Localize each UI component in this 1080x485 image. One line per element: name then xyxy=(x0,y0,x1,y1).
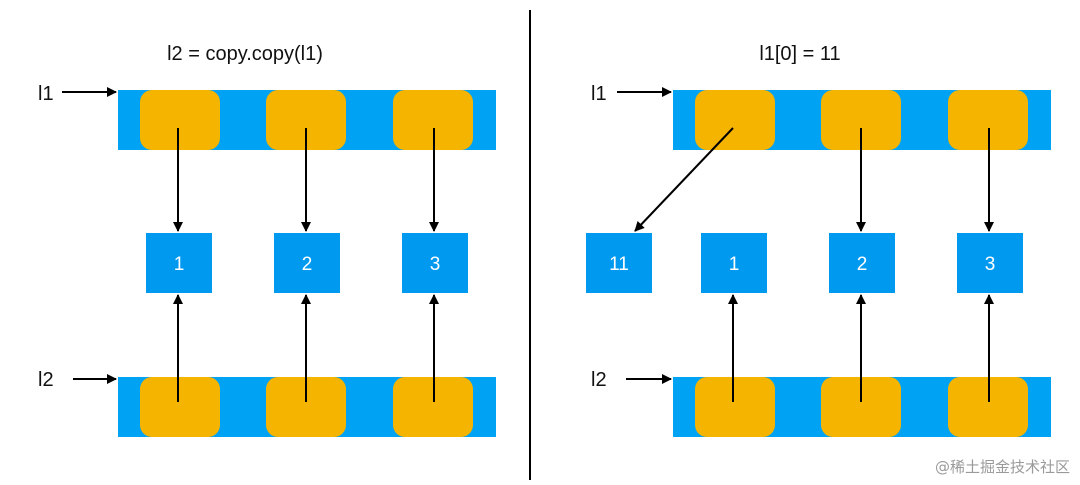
left-panel: l2 = copy.copy(l1) l1 1 2 3 l2 xyxy=(38,43,496,437)
right-l1-slot-2 xyxy=(948,90,1028,150)
right-panel-title: l1[0] = 11 xyxy=(759,43,840,65)
right-value-text-0: 1 xyxy=(729,254,740,275)
left-l1-slot-0 xyxy=(140,90,220,150)
right-new-value-box: 11 xyxy=(586,233,652,293)
right-l1-ref-arrow-0 xyxy=(634,127,734,232)
left-value-box-2: 3 xyxy=(402,233,468,293)
left-l1-slot-1 xyxy=(266,90,346,150)
right-new-value-text: 11 xyxy=(609,254,629,275)
right-l2-slot-0 xyxy=(695,377,775,437)
right-l2-label: l2 xyxy=(591,369,607,391)
right-l1-label: l1 xyxy=(591,83,607,105)
left-value-text-1: 2 xyxy=(302,254,313,275)
left-l2-slot-2 xyxy=(393,377,473,437)
left-l2-slot-1 xyxy=(266,377,346,437)
left-panel-title: l2 = copy.copy(l1) xyxy=(167,43,323,65)
right-value-box-1: 2 xyxy=(829,233,895,293)
right-l1-slot-0 xyxy=(695,90,775,150)
left-value-box-0: 1 xyxy=(146,233,212,293)
left-l1-label: l1 xyxy=(38,83,54,105)
watermark-text: @稀土掘金技术社区 xyxy=(934,458,1070,476)
right-value-box-0: 1 xyxy=(701,233,767,293)
left-l2-slot-0 xyxy=(140,377,220,437)
right-value-box-2: 3 xyxy=(957,233,1023,293)
left-value-box-1: 2 xyxy=(274,233,340,293)
right-value-text-1: 2 xyxy=(857,254,868,275)
right-value-text-2: 3 xyxy=(985,254,996,275)
right-l2-slot-2 xyxy=(948,377,1028,437)
right-panel: l1[0] = 11 l1 11 1 2 3 xyxy=(586,43,1051,437)
left-value-text-2: 3 xyxy=(430,254,441,275)
left-l2-label: l2 xyxy=(38,369,54,391)
right-l2-slot-1 xyxy=(821,377,901,437)
right-l1-slot-1 xyxy=(821,90,901,150)
left-value-text-0: 1 xyxy=(174,254,185,275)
left-l1-slot-2 xyxy=(393,90,473,150)
